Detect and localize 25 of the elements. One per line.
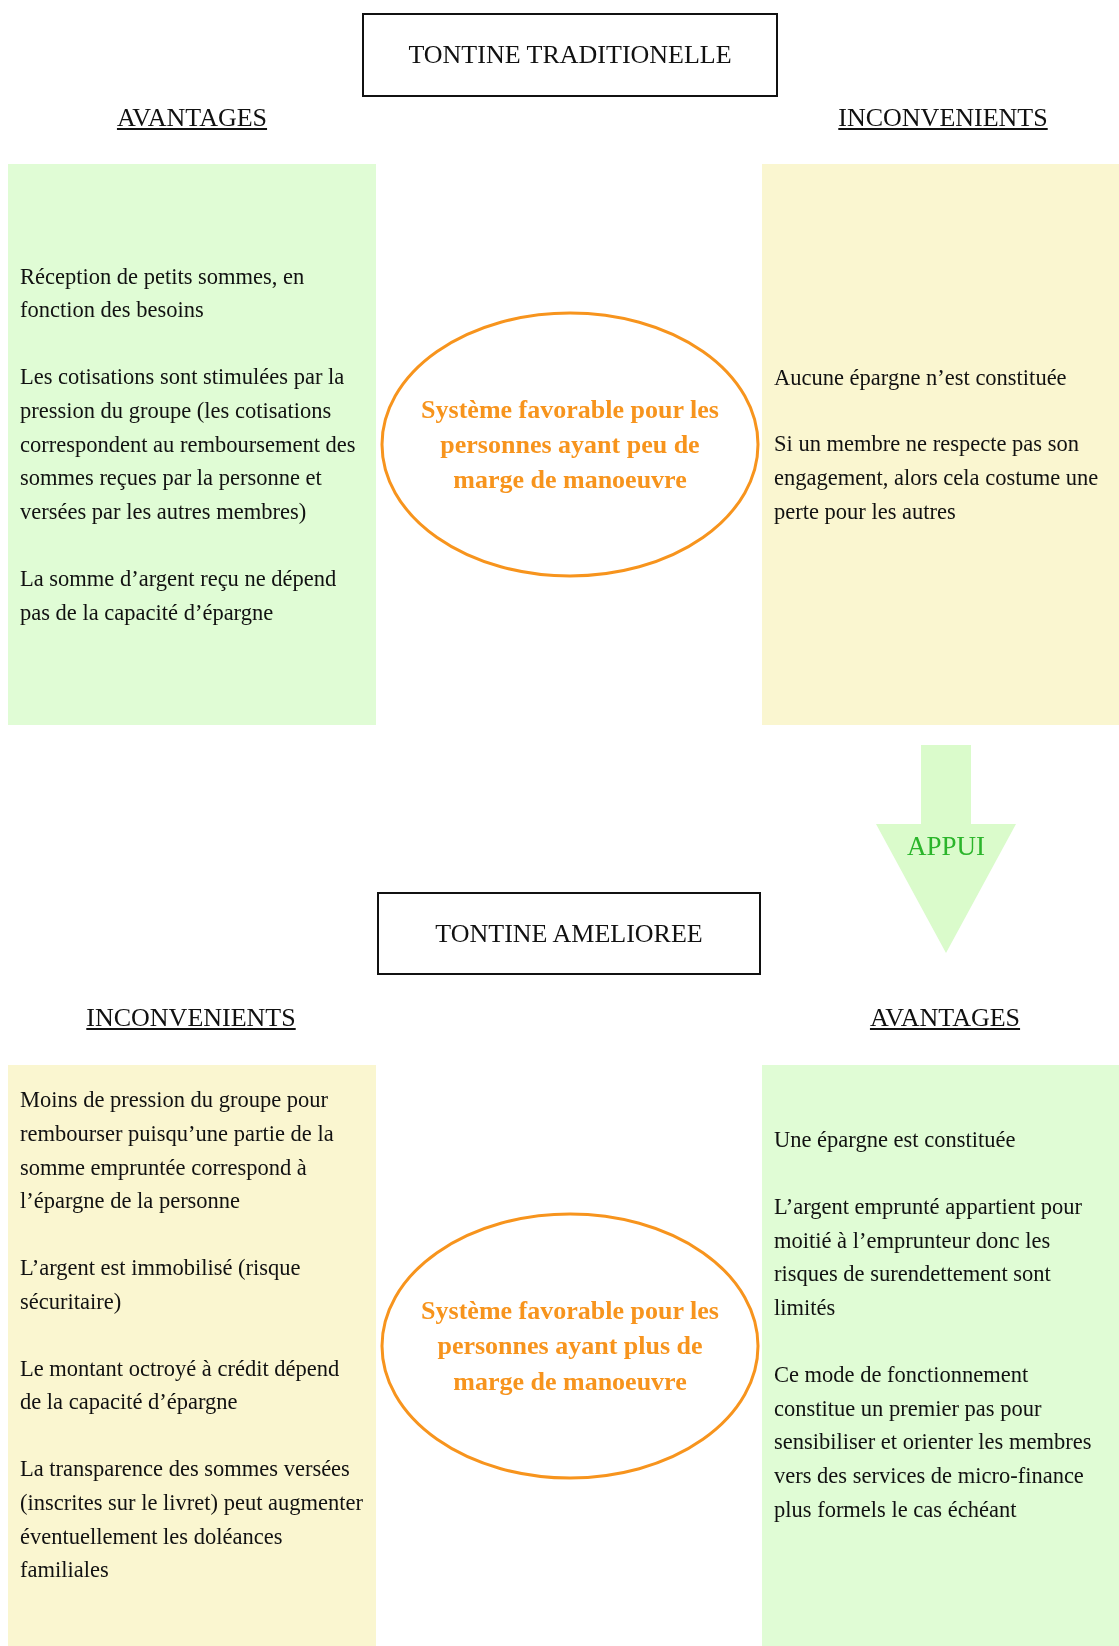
panel-paragraph: La transparence des sommes versées (inscrites sur le livret) peut augmenter éventuellement les doléances familiales xyxy=(20,1455,364,1585)
section-heading: INCONVENIENTS xyxy=(838,103,1048,133)
section-heading: AVANTAGES xyxy=(116,103,268,133)
panel-paragraph: Ce mode de fonctionnement constitue un premier pas pour sensibiliser et orienter les membres vers des services de micro-finance plus formels le cas échéant xyxy=(774,1360,1093,1524)
oval-text: Système favorable pour les personnes ayant plus de marge de manoeuvre xyxy=(420,1295,720,1398)
panel-paragraph: Réception de petits sommes, en fonction des besoins xyxy=(20,262,306,325)
panel-paragraph: Une épargne est constituée xyxy=(774,1126,1017,1154)
title-box: TONTINE TRADITIONELLE xyxy=(362,13,778,97)
panel-paragraph: Le montant octroyé à crédit dépend de la capacité d’épargne xyxy=(20,1354,341,1417)
section-heading: INCONVENIENTS xyxy=(86,1003,296,1033)
panel-paragraph: Si un membre ne respecte pas son engagement, alors cela costume une perte pour les autres xyxy=(774,430,1100,526)
disadvantages-panel xyxy=(762,164,1119,725)
arrow-label: APPUI xyxy=(906,831,986,862)
advantages-panel xyxy=(8,164,376,725)
panel-paragraph: La somme d’argent reçu ne dépend pas de la capacité d’épargne xyxy=(20,564,338,627)
oval-text: Système favorable pour les personnes ayant peu de marge de manoeuvre xyxy=(420,393,720,497)
section-heading: AVANTAGES xyxy=(869,1003,1021,1033)
advantages-panel xyxy=(762,1065,1119,1646)
panel-paragraph: L’argent est immobilisé (risque sécuritaire) xyxy=(20,1254,302,1316)
panel-paragraph: L’argent emprunté appartient pour moitié à l’emprunteur donc les risques de surendettement sont limités xyxy=(774,1192,1084,1322)
disadvantages-panel xyxy=(8,1065,376,1646)
panel-paragraph: Les cotisations sont stimulées par la pression du groupe (les cotisations correspondent au remboursement des sommes reçues par la personne et versées par les autres membres) xyxy=(20,363,357,527)
panel-paragraph: Aucune épargne n’est constituée xyxy=(774,363,1068,392)
title-box: TONTINE AMELIOREE xyxy=(377,892,761,975)
panel-paragraph: Moins de pression du groupe pour rembourser puisqu’une partie de la somme empruntée correspond à l’épargne de la personne xyxy=(20,1086,335,1216)
